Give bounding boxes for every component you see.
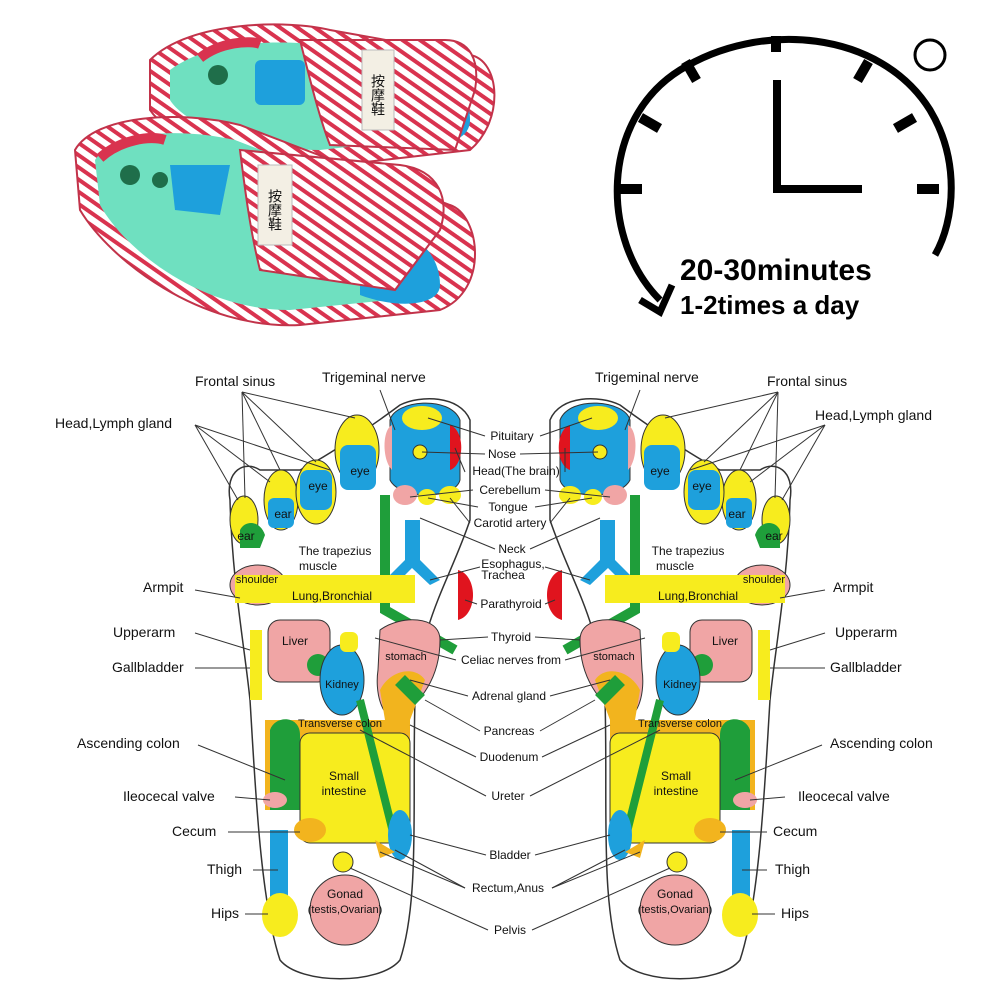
label-trapezius: muscle (299, 559, 337, 573)
label-frontal-sinus: Frontal sinus (195, 373, 275, 389)
label-head-lymph: Head,Lymph gland (815, 407, 932, 423)
label-ear: ear (274, 507, 291, 521)
label-small-intestine: Small (661, 769, 691, 783)
label-celiac-nerves: Celiac nerves from (461, 653, 561, 667)
label-gallbladder: Gallbladder (830, 659, 902, 675)
label-trachea: Trachea (481, 568, 525, 582)
label-lung: Lung,Bronchial (658, 589, 738, 603)
label-small-intestine: intestine (654, 784, 699, 798)
frequency-text: 1-2times a day (680, 290, 860, 320)
label-gonad: Gonad (327, 887, 363, 901)
label-stomach: stomach (385, 651, 427, 663)
label-frontal-sinus: Frontal sinus (767, 373, 847, 389)
slipper-tag-text: 按摩鞋 (370, 74, 386, 116)
label-lung: Lung,Bronchial (292, 589, 372, 603)
slipper-front: 按摩鞋 (73, 116, 476, 327)
label-hips: Hips (211, 905, 239, 921)
slipper-tag-text: 按摩鞋 (267, 189, 283, 231)
label-cerebellum: Cerebellum (479, 483, 540, 497)
label-shoulder: shoulder (236, 574, 279, 586)
label-gonad: Gonad (657, 887, 693, 901)
label-nose: Nose (488, 447, 516, 461)
duration-text: 20-30minutes (680, 254, 872, 287)
label-eye: eye (692, 479, 712, 493)
label-trapezius: muscle (656, 559, 694, 573)
label-ear: ear (237, 529, 254, 543)
leader-lines (194, 389, 826, 931)
label-gonad: (testis,Ovarian) (638, 904, 713, 916)
label-armpit: Armpit (833, 579, 874, 595)
label-liver: Liver (712, 634, 738, 648)
label-trapezius: The trapezius (299, 544, 372, 558)
label-cecum: Cecum (773, 823, 817, 839)
label-hips: Hips (781, 905, 809, 921)
right-foot-map (547, 398, 792, 980)
label-esophagus: Esophagus, (481, 557, 544, 571)
label-pituitary: Pituitary (490, 429, 533, 443)
label-eye: eye (650, 464, 670, 478)
label-upperarm: Upperarm (113, 624, 175, 640)
label-liver: Liver (282, 634, 308, 648)
label-ear: ear (765, 529, 782, 543)
label-head-lymph: Head,Lymph gland (55, 415, 172, 431)
label-ileocecal-valve: Ileocecal valve (798, 788, 890, 804)
label-ileocecal-valve: Ileocecal valve (123, 788, 215, 804)
label-ear: ear (728, 507, 745, 521)
label-eye: eye (350, 464, 370, 478)
label-gallbladder: Gallbladder (112, 659, 184, 675)
label-trapezius: The trapezius (652, 544, 725, 558)
label-tongue: Tongue (488, 500, 528, 514)
label-upperarm: Upperarm (835, 624, 897, 640)
label-gonad: (testis,Ovarian) (308, 904, 383, 916)
label-trigeminal-nerve: Trigeminal nerve (595, 369, 699, 385)
label-kidney: Kidney (325, 679, 359, 691)
label-transverse-colon: Transverse colon (638, 718, 722, 730)
label-shoulder: shoulder (743, 574, 786, 586)
left-foot-map: eye eye ear ear The trapezius muscle sho… (228, 398, 473, 980)
label-ascending-colon: Ascending colon (830, 735, 933, 751)
label-cecum: Cecum (172, 823, 216, 839)
right-foot-inner-labels: eye eye ear ear The trapezius muscle sho… (593, 464, 785, 916)
label-bladder: Bladder (489, 848, 530, 862)
massage-slipper-icon: 按摩鞋 按摩鞋 (73, 23, 496, 327)
label-carotid-artery: Carotid artery (474, 516, 547, 530)
label-parathyroid: Parathyroid (480, 597, 541, 611)
label-head-brain: Head(The brain) (472, 464, 559, 478)
label-armpit: Armpit (143, 579, 184, 595)
label-thyroid: Thyroid (491, 630, 531, 644)
label-ureter: Ureter (491, 789, 524, 803)
label-thigh: Thigh (207, 861, 242, 877)
label-trigeminal-nerve: Trigeminal nerve (322, 369, 426, 385)
label-ascending-colon: Ascending colon (77, 735, 180, 751)
label-neck: Neck (498, 542, 526, 556)
label-rectum-anus: Rectum,Anus (472, 881, 544, 895)
label-transverse-colon: Transverse colon (298, 718, 382, 730)
label-adrenal-gland: Adrenal gland (472, 689, 546, 703)
left-labels: Frontal sinus Trigeminal nerve Head,Lymp… (55, 369, 426, 921)
label-stomach: stomach (593, 651, 635, 663)
label-pelvis: Pelvis (494, 923, 526, 937)
label-small-intestine: intestine (322, 784, 367, 798)
label-duodenum: Duodenum (480, 750, 539, 764)
label-eye: eye (308, 479, 328, 493)
label-pancreas: Pancreas (484, 724, 535, 738)
center-labels: Pituitary Nose Head(The brain) Cerebellu… (461, 429, 561, 937)
right-labels: Frontal sinus Trigeminal nerve Head,Lymp… (595, 369, 933, 921)
label-kidney: Kidney (663, 679, 697, 691)
clock-icon: 20-30minutes 1-2times a day (613, 35, 955, 320)
label-thigh: Thigh (775, 861, 810, 877)
label-small-intestine: Small (329, 769, 359, 783)
